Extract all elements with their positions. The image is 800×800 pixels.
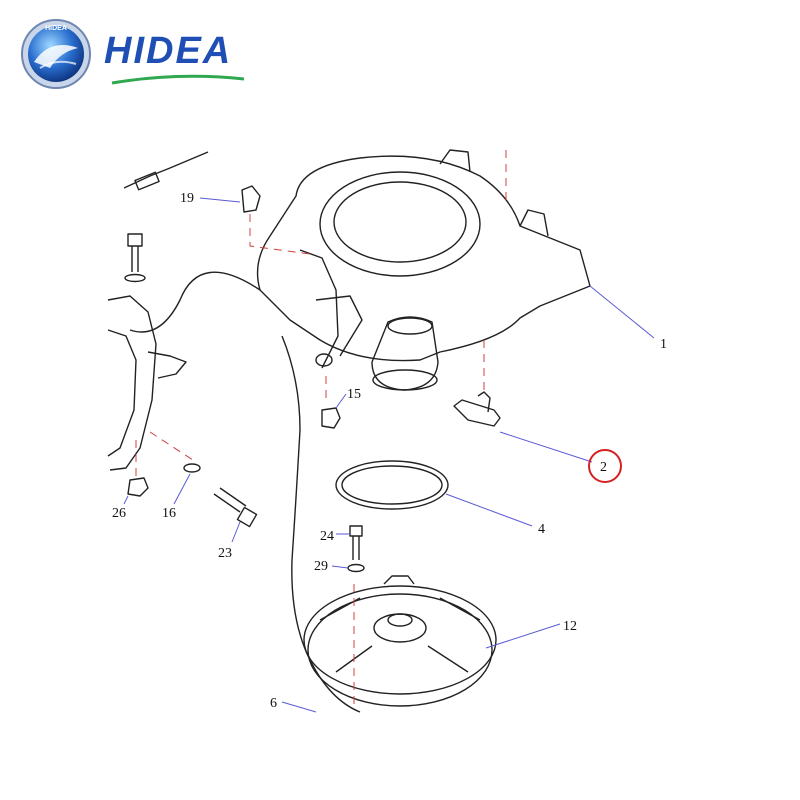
logo-badge-text: HIDEA — [45, 25, 67, 32]
part-label-19: 19 — [180, 191, 194, 206]
part-label-4: 4 — [538, 522, 545, 537]
part-label-12: 12 — [563, 619, 577, 634]
part-label-2: 2 — [600, 460, 607, 475]
nut-part-15 — [321, 407, 341, 429]
bolt-part-left — [124, 233, 146, 283]
part-label-26: 26 — [112, 506, 126, 521]
part-label-24: 24 — [320, 529, 334, 544]
nut-part-26 — [127, 477, 149, 497]
part-label-15: 15 — [347, 387, 361, 402]
brand-name: HIDEA — [104, 30, 233, 72]
part-label-1: 1 — [660, 337, 667, 352]
rope-part-6 — [129, 271, 361, 713]
bracket-part-2 — [453, 391, 501, 427]
washer-part-16 — [183, 463, 201, 473]
part-label-23: 23 — [218, 546, 232, 561]
part-label-16: 16 — [162, 506, 176, 521]
brand-swoosh-icon — [111, 74, 245, 85]
clip-part-19 — [241, 185, 261, 213]
bolt-part-24 — [349, 525, 363, 560]
nozzle-cup-part — [371, 316, 439, 391]
brand-logo-icon: HIDEA — [21, 19, 91, 89]
recoil-housing-part-1 — [256, 149, 591, 369]
part-label-29: 29 — [314, 559, 328, 574]
spring-ring-part-4 — [335, 460, 449, 510]
pulley-part-12 — [303, 575, 497, 707]
cable-end-part — [123, 151, 209, 189]
part-label-6: 6 — [270, 696, 277, 711]
bolt-part-23 — [213, 487, 258, 528]
washer-part-29 — [347, 563, 365, 573]
handle-cover-part — [107, 295, 187, 471]
highlight-circle — [588, 449, 622, 483]
